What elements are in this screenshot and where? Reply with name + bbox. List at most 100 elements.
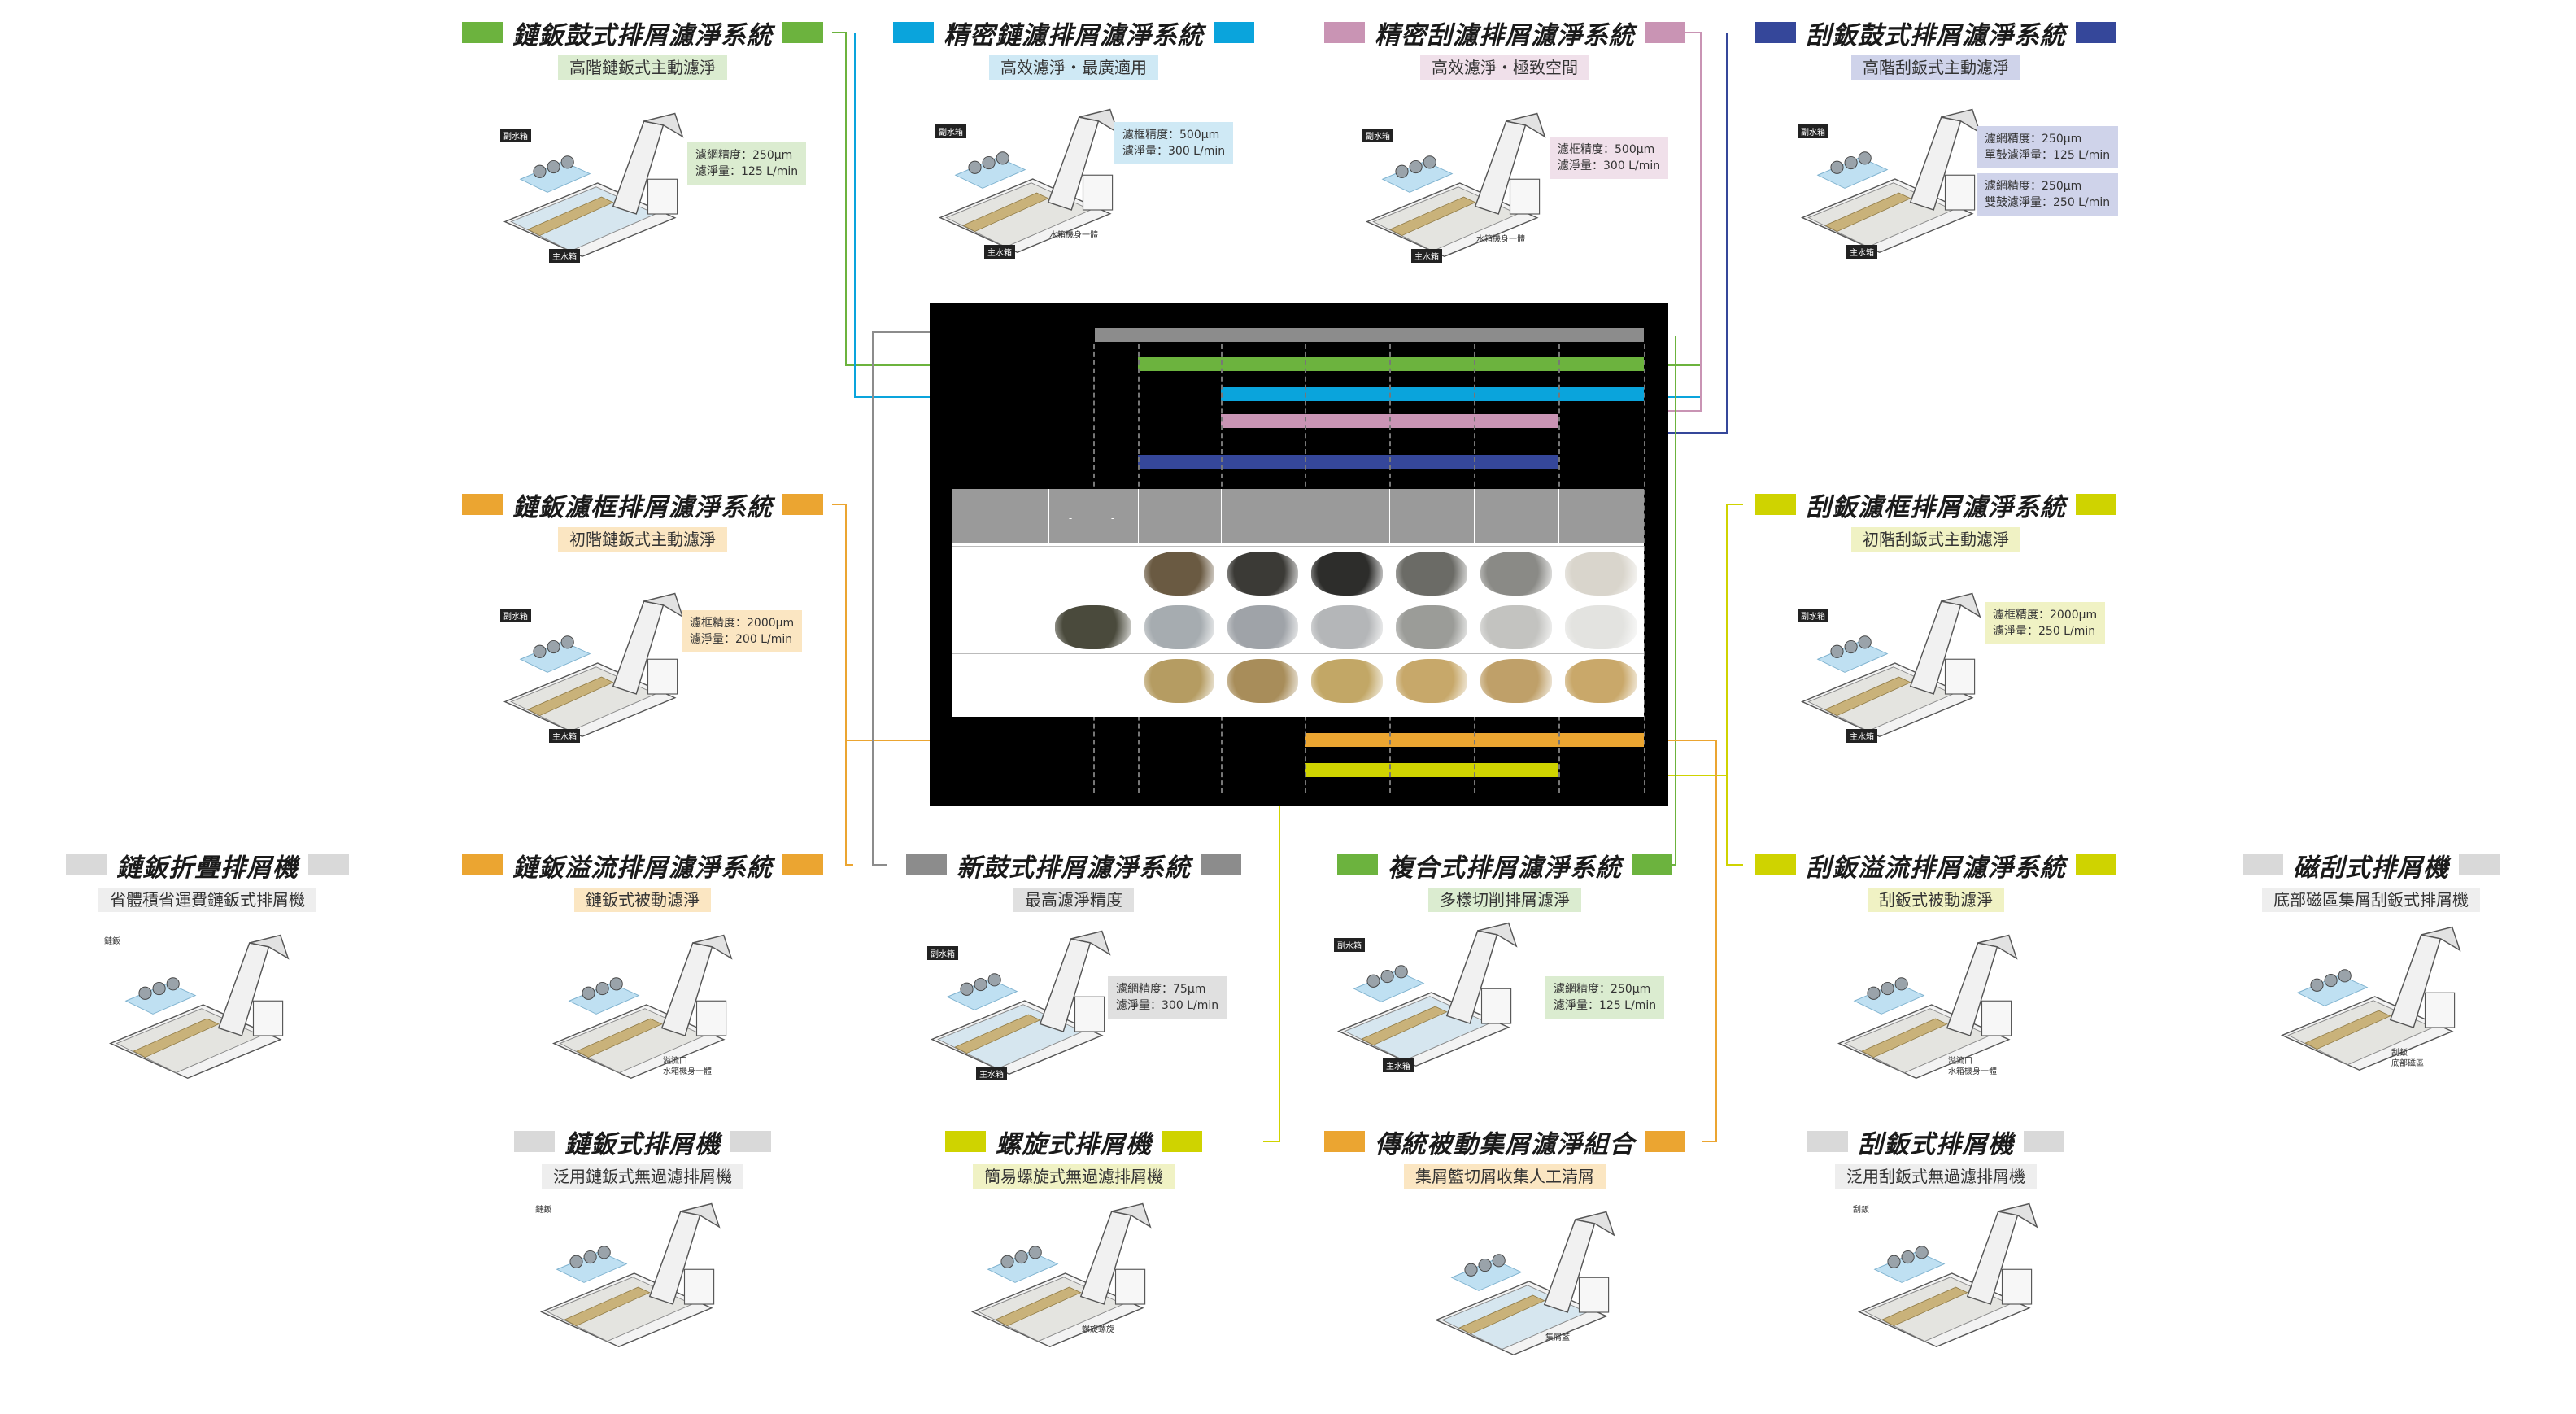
color-marker-left [1324, 22, 1365, 43]
drum-chip-conveyor-icon [503, 112, 684, 258]
system-title: 複合式排屑濾淨系統 [1388, 853, 1622, 883]
spec-line: 濾框精度：500μm [1122, 129, 1220, 142]
column-divider [1644, 344, 1645, 793]
chip-pile-icon [1144, 605, 1214, 649]
chip-pile-icon [1396, 659, 1467, 703]
color-marker-right [782, 854, 823, 875]
tank-label: 主水箱 [549, 729, 580, 743]
grid-line [952, 546, 1644, 547]
system-title-row: 刮鈑溢流排屑濾淨系統 [1745, 850, 2127, 883]
color-marker-right [2076, 494, 2116, 515]
system-block-s2: 精密鏈濾排屑濾淨系統高效濾淨・最廣適用 [883, 18, 1265, 91]
system-subtitle: 鏈鈑式被動濾淨 [574, 888, 711, 912]
part-label: 刮鈑 [2391, 1049, 2408, 1058]
spec-line: 濾框精度：500μm [1558, 143, 1655, 156]
system-subtitle: 初階刮鈑式主動濾淨 [1851, 527, 2020, 552]
system-title-row: 傳統被動集屑濾淨組合 [1314, 1127, 1696, 1159]
matrix-row-label [952, 655, 1048, 707]
system-block-s7: 鏈鈑折疊排屑機省體積省運費鏈鈑式排屑機 [20, 850, 394, 923]
system-subtitle: 底部磁區集屑刮鈑式排屑機 [2262, 888, 2480, 912]
system-title-row: 鏈鈑鼓式排屑濾淨系統 [451, 18, 834, 50]
system-title-row: 新鼓式排屑濾淨系統 [883, 850, 1265, 883]
chip-sample-photo [1391, 655, 1472, 707]
chain-frame-filter-icon [503, 592, 684, 738]
tank-label: 主水箱 [1383, 1058, 1414, 1072]
chip-pile-icon [1396, 605, 1467, 649]
spec-line: 濾淨量：300 L/min [1122, 145, 1226, 158]
scraper-frame-filter-icon [1800, 592, 1981, 738]
part-label: 溢流口 [663, 1057, 687, 1066]
system-block-s3: 精密刮濾排屑濾淨系統高效濾淨・極致空間 [1314, 18, 1696, 91]
machine-illustration: 溢流口水箱機身一體 [541, 927, 744, 1082]
system-subtitle: 高階鏈鈑式主動濾淨 [558, 55, 727, 80]
machine-illustration: 鏈鈑 [529, 1196, 732, 1351]
chip-sample-photo [1306, 601, 1388, 653]
system-subtitle: 高效濾淨・極致空間 [1420, 55, 1589, 80]
chip-sample-photo [1140, 655, 1219, 707]
chip-sample-photo [1560, 601, 1642, 653]
system-title: 鏈鈑折疊排屑機 [116, 853, 299, 883]
color-marker-right [1162, 1131, 1202, 1152]
machine-illustration: 副水箱主水箱 [492, 586, 695, 743]
range-dash: - [1068, 513, 1073, 524]
system-title-row: 刮鈑濾框排屑濾淨系統 [1745, 490, 2127, 522]
chip-sample-photo [1223, 601, 1303, 653]
magnetic-scraper-conveyor-icon [2280, 926, 2461, 1071]
matrix-corner-header [952, 489, 1048, 543]
color-marker-left [1807, 1131, 1848, 1152]
chip-type-matrix-panel: -- [930, 303, 1668, 806]
scraper-plate-conveyor-icon [1857, 1202, 2038, 1348]
coverage-bar [1095, 328, 1644, 342]
system-block-s4: 刮鈑鼓式排屑濾淨系統高階刮鈑式主動濾淨 [1745, 18, 2127, 91]
color-marker-left [1755, 22, 1796, 43]
chip-pile-icon [1144, 552, 1214, 596]
system-subtitle: 泛用鏈鈑式無過濾排屑機 [542, 1164, 743, 1189]
tank-label: 主水箱 [976, 1067, 1007, 1080]
matrix-column-header [1139, 489, 1221, 543]
machine-illustration: 副水箱主水箱水箱機身一體 [927, 102, 1131, 259]
spec-line: 濾網精度：250μm [1985, 133, 2082, 146]
color-marker-right [2459, 854, 2500, 875]
spec-box: 濾框精度：500μm 濾淨量：300 L/min [1550, 137, 1669, 179]
grid-line [952, 653, 1644, 654]
matrix-column-header [1222, 489, 1305, 543]
machine-illustration: 副水箱主水箱 [492, 106, 695, 263]
machine-illustration: 副水箱主水箱 [919, 923, 1122, 1080]
tank-label: 副水箱 [500, 609, 531, 622]
color-marker-left [514, 1131, 555, 1152]
spec-line: 濾淨量：300 L/min [1558, 159, 1661, 172]
part-label: 刮鈑 [1853, 1206, 1869, 1215]
system-title: 刮鈑鼓式排屑濾淨系統 [1806, 20, 2066, 50]
system-subtitle: 最高濾淨精度 [1013, 888, 1134, 912]
chip-sample-photo [1391, 601, 1472, 653]
color-marker-right [730, 1131, 771, 1152]
machine-illustration: 鏈鈑 [98, 927, 301, 1082]
tank-label: 副水箱 [927, 946, 958, 960]
color-marker-right [308, 854, 349, 875]
chip-pile-icon [1565, 605, 1637, 649]
chip-pile-icon [1480, 605, 1552, 649]
system-title: 刮鈑式排屑機 [1858, 1129, 2014, 1159]
spec-line: 濾淨量：125 L/min [1554, 999, 1657, 1012]
column-subrange: - [1054, 512, 1087, 525]
system-block-s1: 鏈鈑鼓式排屑濾淨系統高階鏈鈑式主動濾淨 [451, 18, 834, 91]
system-block-s15: 傳統被動集屑濾淨組合集屑籃切屑收集人工清屑 [1314, 1127, 1696, 1200]
color-marker-right [1645, 22, 1685, 43]
system-subtitle: 泛用刮鈑式無過濾排屑機 [1835, 1164, 2037, 1189]
spec-line: 雙鼓濾淨量：250 L/min [1985, 196, 2111, 209]
chip-pile-icon [1396, 552, 1467, 596]
part-label: 集屑籃 [1545, 1333, 1570, 1342]
system-subtitle: 刮鈑式被動濾淨 [1868, 888, 2004, 912]
system-title-row: 鏈鈑式排屑機 [451, 1127, 834, 1159]
spec-line: 濾淨量：300 L/min [1116, 999, 1219, 1012]
color-marker-left [462, 494, 503, 515]
system-title-row: 磁刮式排屑機 [2184, 850, 2558, 883]
system-title: 鏈鈑鼓式排屑濾淨系統 [512, 20, 773, 50]
color-marker-left [462, 22, 503, 43]
